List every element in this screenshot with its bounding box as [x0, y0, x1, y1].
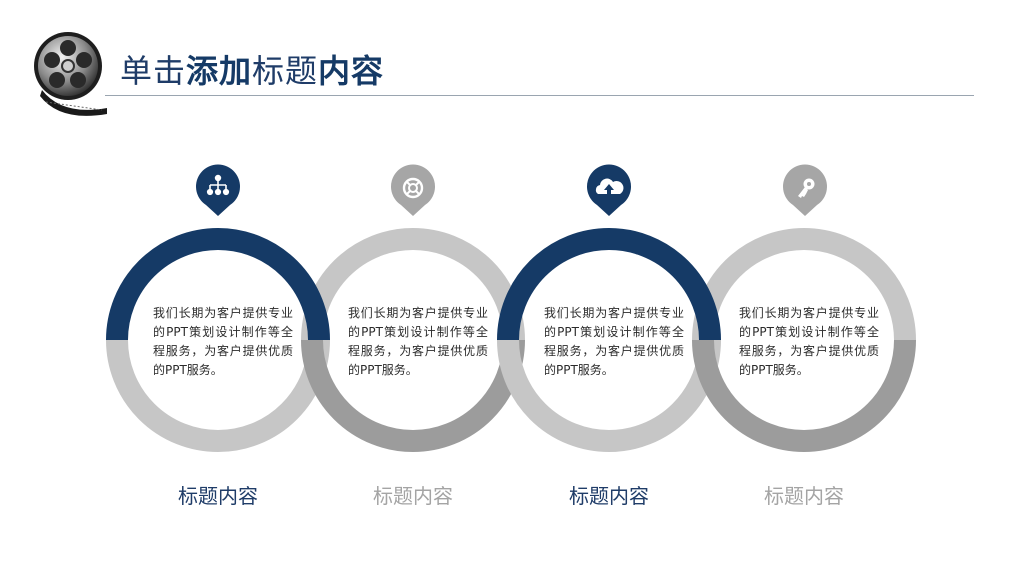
ring-2-top [301, 228, 525, 341]
step-4-text: 我们长期为客户提供专业的PPT策划设计制作等全程服务，为客户提供优质的PPT服务… [739, 306, 879, 377]
lifebuoy-icon [402, 177, 424, 199]
cloud-upload-icon [595, 178, 624, 194]
ring-chain-diagram [106, 164, 916, 452]
slide-title: 单击添加标题内容 [120, 46, 384, 92]
title-part-3: 标题 [252, 52, 319, 90]
slide-header: 单击添加标题内容 [0, 0, 1024, 116]
pin-3 [587, 164, 632, 216]
title-part-4: 内容 [318, 52, 385, 90]
key-icon [798, 178, 815, 198]
ring-4-bottom [692, 339, 916, 452]
title-part-2: 添加 [186, 52, 253, 90]
ring-bottoms [106, 339, 916, 452]
pin-4 [783, 164, 828, 216]
title-part-1: 单击 [120, 52, 187, 90]
ring-3-bottom [497, 339, 721, 452]
step-3-caption: 标题内容 [569, 484, 649, 508]
ring-1-top [106, 228, 330, 341]
ring-1-bottom [106, 339, 330, 452]
step-4-caption: 标题内容 [764, 484, 844, 508]
pin-2 [391, 164, 436, 216]
pin-1 [196, 164, 241, 216]
film-reel-icon [34, 32, 107, 116]
step-2-caption: 标题内容 [373, 484, 453, 508]
ring-3-top [497, 228, 721, 341]
step-2-text: 我们长期为客户提供专业的PPT策划设计制作等全程服务，为客户提供优质的PPT服务… [348, 306, 488, 377]
step-1-caption: 标题内容 [178, 484, 258, 508]
ring-4-top [692, 228, 916, 341]
network-icon [206, 174, 230, 196]
ring-2-bottom [301, 339, 525, 452]
step-3-text: 我们长期为客户提供专业的PPT策划设计制作等全程服务，为客户提供优质的PPT服务… [544, 306, 684, 377]
header-divider [105, 95, 974, 96]
step-1-text: 我们长期为客户提供专业的PPT策划设计制作等全程服务，为客户提供优质的PPT服务… [153, 306, 293, 377]
